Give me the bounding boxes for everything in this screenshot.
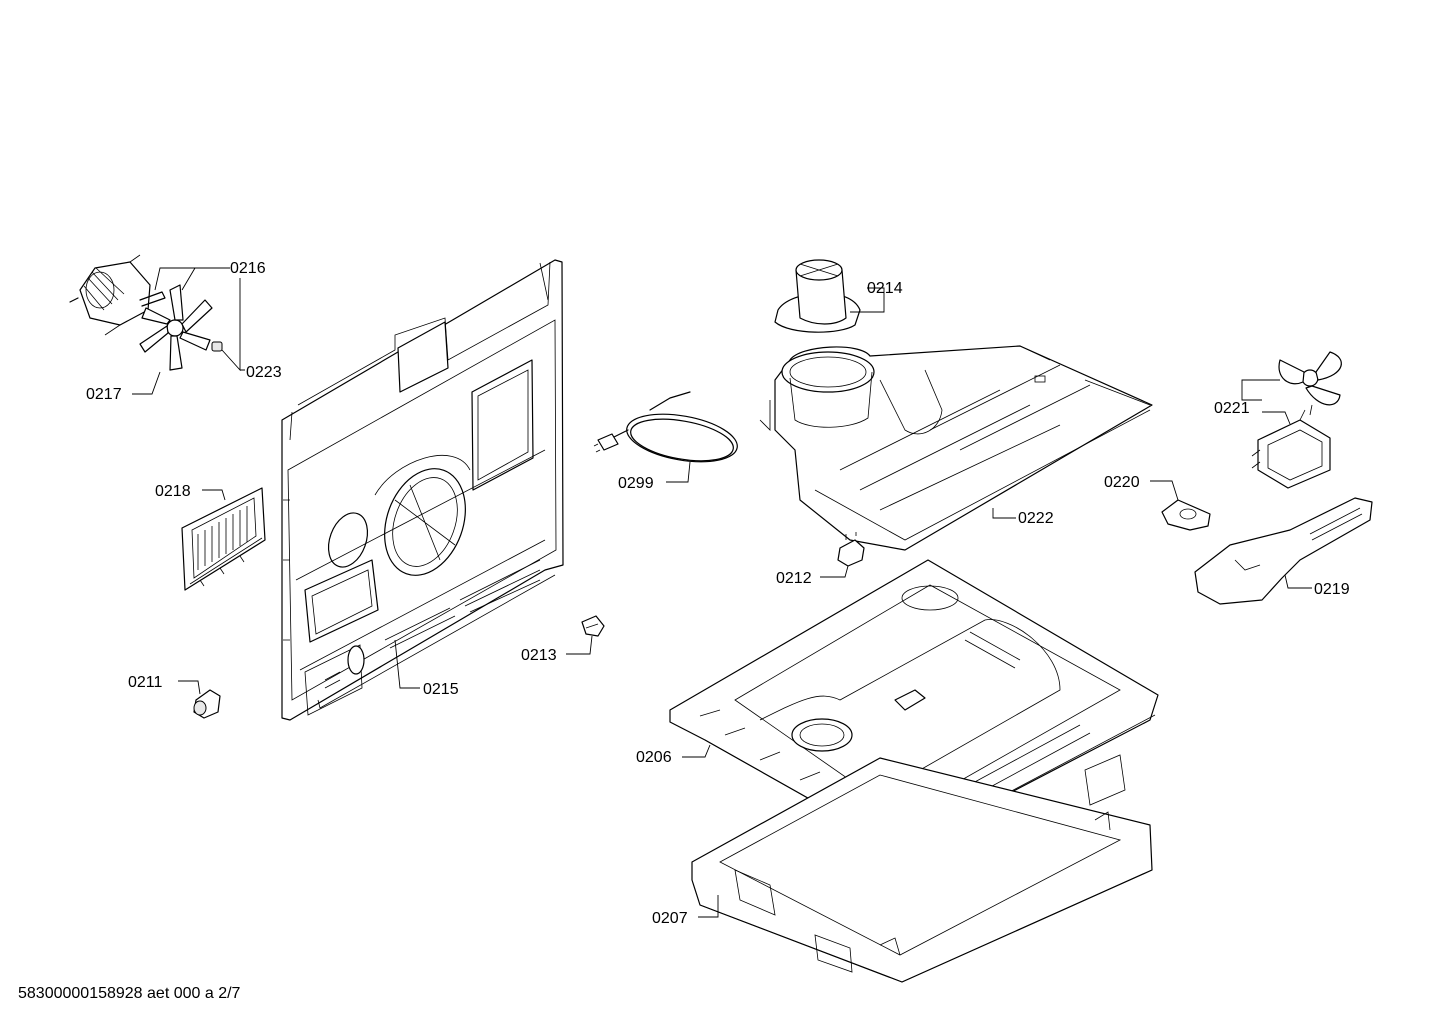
convection-fan-blade-part[interactable]	[139, 284, 213, 371]
document-id: 58300000158928 aet 000 a 2/7	[18, 985, 241, 1002]
fan-nut-part[interactable]	[211, 341, 223, 352]
label-0213: 0213	[521, 647, 557, 664]
grille-cover-part[interactable]	[181, 487, 266, 591]
cooling-fan-motor-part[interactable]	[1251, 351, 1342, 489]
label-0220: 0220	[1104, 474, 1140, 491]
label-0217: 0217	[86, 386, 122, 403]
support-plate-part[interactable]	[1194, 497, 1373, 605]
label-0206: 0206	[636, 749, 672, 766]
label-0212: 0212	[776, 570, 812, 587]
fan-shroud-part[interactable]	[774, 259, 861, 333]
top-cover-duct-part[interactable]	[759, 345, 1153, 551]
label-0216: 0216	[230, 260, 266, 277]
label-0211: 0211	[128, 674, 163, 691]
knob-part[interactable]	[193, 689, 221, 719]
label-0218: 0218	[155, 483, 191, 500]
clip-part[interactable]	[581, 615, 605, 637]
label-0214: 0214	[867, 280, 903, 297]
label-0299: 0299	[618, 475, 654, 492]
bottom-tray-part[interactable]	[691, 754, 1153, 983]
label-0219: 0219	[1314, 581, 1350, 598]
label-0215: 0215	[423, 681, 459, 698]
power-cable-part[interactable]	[593, 391, 741, 469]
switch-part[interactable]	[837, 532, 865, 567]
motor-bracket-part[interactable]	[1161, 499, 1211, 531]
convection-fan-motor-part[interactable]	[69, 254, 166, 336]
label-0222: 0222	[1018, 510, 1054, 527]
rear-wall-panel-part[interactable]	[281, 259, 564, 721]
label-0221: 0221	[1214, 400, 1250, 417]
label-0223: 0223	[246, 364, 282, 381]
label-0207: 0207	[652, 910, 688, 927]
